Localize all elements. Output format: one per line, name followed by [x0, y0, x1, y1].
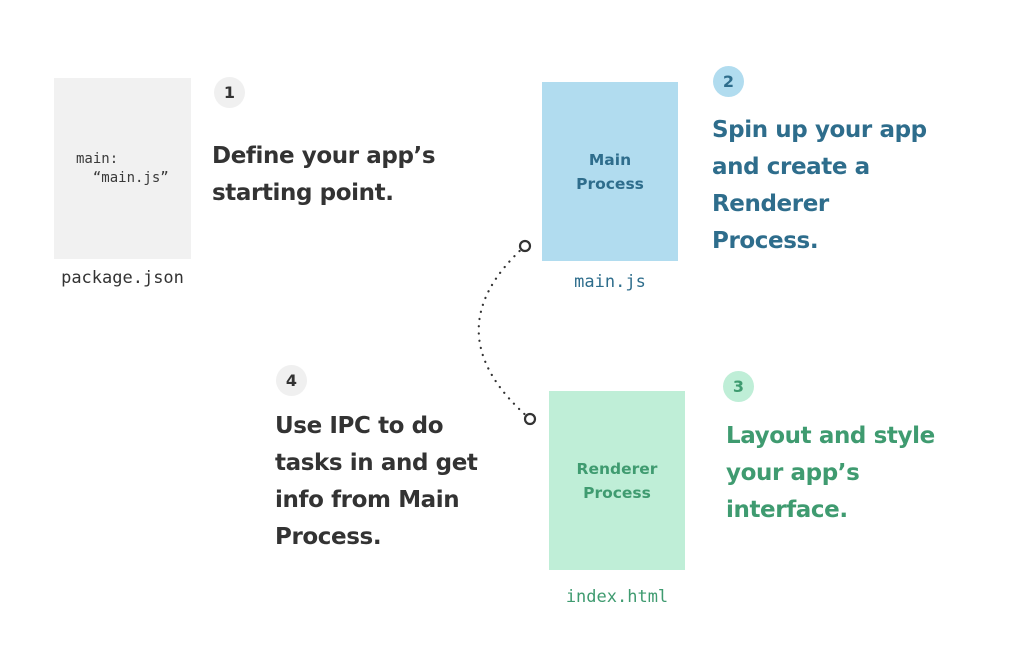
code-line-main-value: “main.js” [76, 170, 169, 186]
step-3-text: Layout and style your app’s interface. [726, 418, 935, 529]
renderer-process-label-line-1: Renderer [576, 459, 658, 478]
index-html-filename: index.html [565, 587, 669, 607]
step-4-line-4: Process. [275, 524, 382, 550]
step-4-badge: 4 [276, 365, 307, 396]
main-process-document: Main Process [542, 82, 678, 261]
step-3-line-1: Layout and style [726, 423, 935, 449]
step-4-text: Use IPC to do tasks in and get info from… [275, 408, 478, 556]
package-json-filename: package.json [61, 268, 184, 288]
package-json-document: main: “main.js” [54, 78, 191, 259]
main-process-label-line-1: Main [588, 150, 632, 169]
step-2-line-2: and create a [712, 154, 870, 180]
step-3-line-3: interface. [726, 497, 848, 523]
ipc-endpoint-main [518, 239, 532, 253]
step-1-badge: 1 [214, 77, 245, 108]
renderer-process-document: Renderer Process [549, 391, 685, 570]
ipc-endpoint-renderer [523, 412, 537, 426]
step-1-line-2: starting point. [212, 180, 394, 206]
package-json-code: main: “main.js” [76, 150, 169, 188]
step-4-line-2: tasks in and get [275, 450, 478, 476]
main-js-filename: main.js [574, 272, 646, 292]
step-2-badge: 2 [713, 66, 744, 97]
step-4-line-1: Use IPC to do [275, 413, 444, 439]
main-process-label-line-2: Process [576, 174, 644, 193]
step-2-line-3: Renderer [712, 191, 829, 217]
step-2-line-1: Spin up your app [712, 117, 927, 143]
step-3-badge: 3 [723, 371, 754, 402]
ipc-dotted-arc [477, 244, 532, 421]
code-line-main-key: main: [76, 151, 119, 167]
step-2-line-4: Process. [712, 228, 819, 254]
main-process-label: Main Process [542, 82, 678, 261]
step-4-line-3: info from Main [275, 487, 460, 513]
renderer-process-label-line-2: Process [583, 483, 651, 502]
renderer-process-label: Renderer Process [549, 391, 685, 570]
step-2-text: Spin up your app and create a Renderer P… [712, 112, 927, 260]
step-3-line-2: your app’s [726, 460, 860, 486]
step-1-text: Define your app’s starting point. [212, 138, 436, 212]
step-1-line-1: Define your app’s [212, 143, 436, 169]
